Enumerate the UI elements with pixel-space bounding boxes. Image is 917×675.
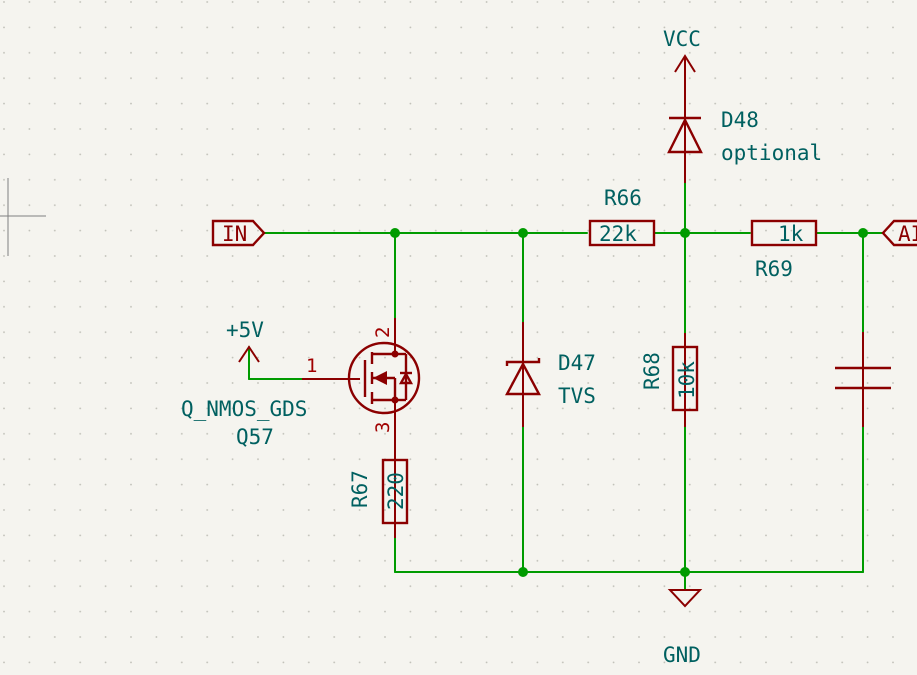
- gnd-label: GND: [663, 643, 701, 667]
- r69-ref: R69: [755, 257, 793, 281]
- vcc-label: VCC: [663, 27, 701, 51]
- power-5v[interactable]: +5V: [226, 318, 264, 363]
- q57-ref: Q57: [236, 425, 274, 449]
- cursor-crosshair: [0, 178, 46, 256]
- junction: [858, 228, 868, 238]
- port-right-label: AI: [898, 222, 917, 246]
- junction: [680, 228, 690, 238]
- wires: [248, 182, 884, 591]
- diode-d47[interactable]: D47 TVS: [505, 322, 596, 427]
- r68-ref: R68: [640, 352, 664, 390]
- plus5v-arrow-icon: [238, 345, 260, 363]
- mosfet-icon: [347, 341, 421, 415]
- junction: [518, 228, 528, 238]
- diode-d48[interactable]: D48 optional: [667, 98, 822, 183]
- tvs-diode-icon: [505, 361, 541, 396]
- r66-value: 22k: [599, 222, 637, 246]
- junction: [680, 567, 690, 577]
- port-in-label: IN: [222, 222, 247, 246]
- junction: [518, 567, 528, 577]
- port-right[interactable]: AI: [881, 219, 917, 247]
- resistor-r68[interactable]: 10k R68: [640, 333, 699, 427]
- mosfet-q57[interactable]: 1 2 3 Q_NMOS_GDS Q57: [181, 318, 421, 449]
- port-in-shape: [211, 219, 266, 247]
- power-vcc[interactable]: VCC: [663, 27, 701, 98]
- resistor-r66[interactable]: R66 22k: [588, 186, 656, 247]
- resistor-r69[interactable]: 1k R69: [750, 219, 818, 281]
- q57-pin-drain: 2: [372, 327, 394, 338]
- d47-ref: D47: [558, 351, 596, 375]
- r67-value: 220: [384, 472, 408, 510]
- ground-icon: [667, 589, 703, 608]
- capacitor[interactable]: [835, 332, 891, 427]
- junction: [390, 228, 400, 238]
- d48-value: optional: [721, 141, 822, 165]
- port-in[interactable]: IN: [211, 219, 266, 247]
- resistor-icon: [671, 345, 699, 412]
- r68-value: 10k: [675, 361, 699, 399]
- q57-pin-source: 3: [372, 422, 394, 433]
- plus5v-label: +5V: [226, 318, 264, 342]
- port-right-shape: [881, 219, 917, 247]
- q57-pin-gate: 1: [306, 355, 317, 377]
- resistor-icon: [588, 219, 656, 247]
- r69-value: 1k: [778, 222, 804, 246]
- vcc-arrow-icon: [674, 54, 696, 73]
- d47-value: TVS: [558, 384, 596, 408]
- d48-ref: D48: [721, 108, 759, 132]
- diode-icon: [667, 117, 703, 154]
- resistor-icon: [381, 458, 409, 525]
- resistor-r67[interactable]: 220 R67: [348, 446, 409, 538]
- power-gnd[interactable]: GND: [663, 589, 703, 667]
- junctions: [390, 228, 868, 577]
- resistor-icon: [750, 219, 818, 247]
- q57-value: Q_NMOS_GDS: [181, 397, 307, 421]
- r66-ref: R66: [604, 186, 642, 210]
- r67-ref: R67: [348, 470, 372, 508]
